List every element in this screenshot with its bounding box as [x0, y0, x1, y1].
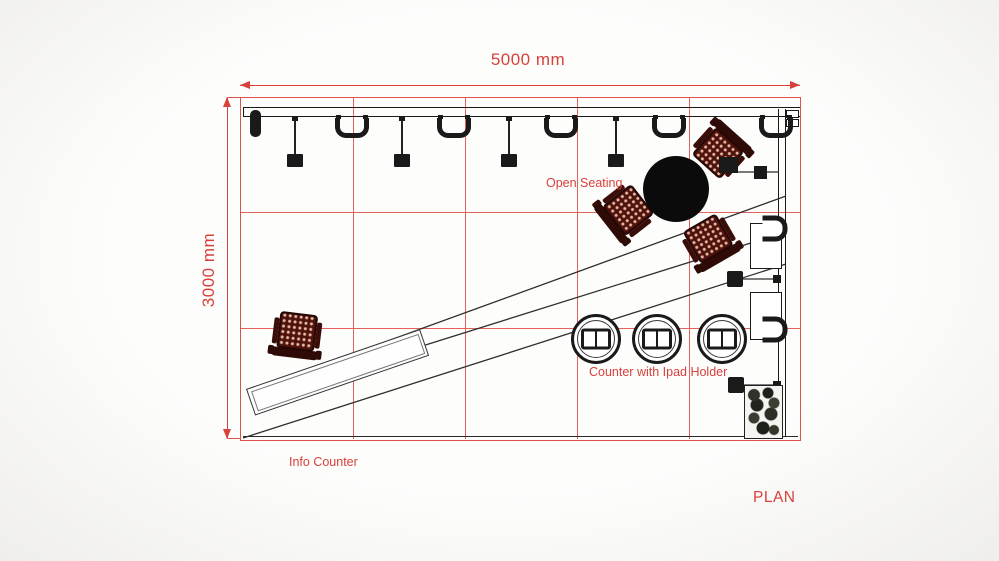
ipad-holder-icon — [707, 328, 737, 350]
pendant-light-icon — [394, 154, 410, 167]
plan-outline — [240, 97, 801, 441]
pendant-light-icon — [501, 154, 517, 167]
grid-line-vertical — [353, 97, 354, 439]
wall-mount-node — [773, 275, 781, 283]
grid-line-vertical — [465, 97, 466, 439]
track-light-icon — [437, 115, 471, 138]
chair-seat — [276, 310, 319, 353]
pendant-light-icon — [287, 154, 303, 167]
info-counter-label: Info Counter — [289, 455, 358, 469]
arrow-up-icon — [223, 97, 231, 107]
ipad-stand-icon — [697, 314, 747, 364]
width-dimension-label: 5000 mm — [490, 50, 566, 69]
pendant-wire — [292, 117, 298, 155]
planter — [744, 385, 783, 439]
width-dimension-line — [240, 85, 800, 86]
track-light-icon — [652, 115, 686, 138]
ipad-counter-label: Counter with Ipad Holder — [589, 365, 728, 379]
track-light-icon — [759, 115, 793, 138]
spotlight-fixture-icon — [250, 110, 261, 137]
ipad-holder-icon — [642, 328, 672, 350]
wall-mount-node — [754, 166, 767, 179]
side-table — [719, 157, 738, 173]
ipad-stand-icon — [571, 314, 621, 364]
extension-line — [227, 438, 241, 439]
top-wall — [243, 107, 800, 117]
bottom-edge-line — [243, 436, 798, 437]
plan-title: PLAN — [753, 489, 796, 506]
track-light-icon — [335, 115, 369, 138]
wall-chair-icon — [762, 215, 788, 242]
pendant-wire — [399, 117, 405, 155]
arrow-right-icon — [790, 81, 800, 89]
arrow-down-icon — [223, 429, 231, 439]
grid-line-vertical — [577, 97, 578, 439]
stool — [728, 377, 744, 393]
wicker-chair — [269, 305, 325, 361]
ipad-holder-icon — [581, 328, 611, 350]
pendant-wire — [506, 117, 512, 155]
open-seating-label: Open Seating — [546, 176, 623, 190]
height-dimension-line — [227, 97, 228, 439]
track-light-icon — [544, 115, 578, 138]
arrow-left-icon — [240, 81, 250, 89]
pendant-light-icon — [608, 154, 624, 167]
stool — [727, 271, 743, 287]
height-dimension-label: 3000 mm — [199, 232, 218, 308]
extension-line — [227, 97, 241, 98]
ipad-stand-icon — [632, 314, 682, 364]
wall-chair-icon — [762, 316, 788, 343]
pendant-wire — [613, 117, 619, 155]
wall-corner-bracket — [786, 110, 799, 118]
